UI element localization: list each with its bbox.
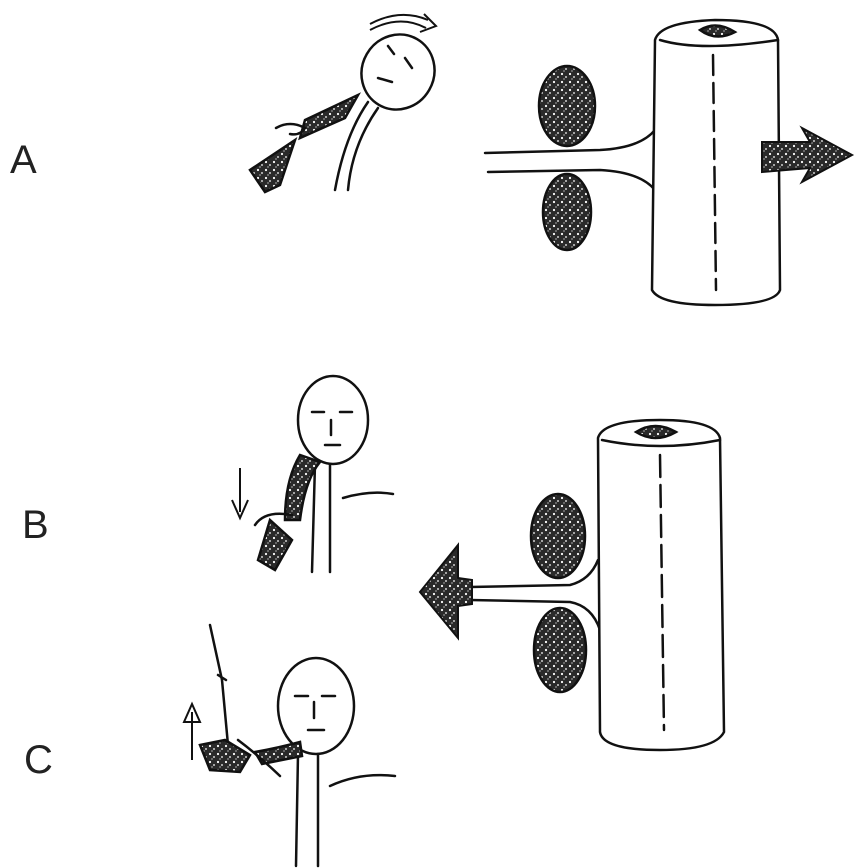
organ-b-top-lobe	[531, 494, 585, 578]
organ-a-bottom-lobe	[543, 174, 591, 250]
organ-a-top-lobe	[539, 66, 595, 146]
figure-c-body	[296, 754, 318, 866]
figure-c-head	[278, 658, 354, 754]
figure-c-face	[295, 696, 335, 730]
figure-c-right-hand	[330, 775, 395, 786]
organ-a	[485, 20, 780, 305]
figure-a-object	[250, 140, 295, 192]
figure-b-right-hand	[343, 493, 393, 498]
figure-a-hand	[276, 124, 305, 134]
figure-a-arm	[300, 95, 358, 138]
curved-arrow-icon	[370, 14, 436, 32]
figure-a-face	[378, 46, 412, 82]
organ-b-tube	[470, 560, 600, 630]
down-arrow-icon	[232, 468, 248, 518]
figure-c	[200, 625, 395, 866]
up-arrow-icon	[184, 704, 200, 760]
figure-a	[250, 21, 448, 192]
figure-c-probe	[210, 625, 228, 745]
figure-b-head	[298, 376, 368, 464]
figure-b-object	[258, 520, 292, 570]
organ-b-bottom-lobe	[534, 608, 586, 692]
figure-b-body	[312, 464, 330, 572]
figure-b	[255, 376, 393, 572]
left-arrow-icon	[420, 545, 472, 638]
organ-b	[470, 420, 724, 750]
figure-b-face	[312, 412, 352, 445]
